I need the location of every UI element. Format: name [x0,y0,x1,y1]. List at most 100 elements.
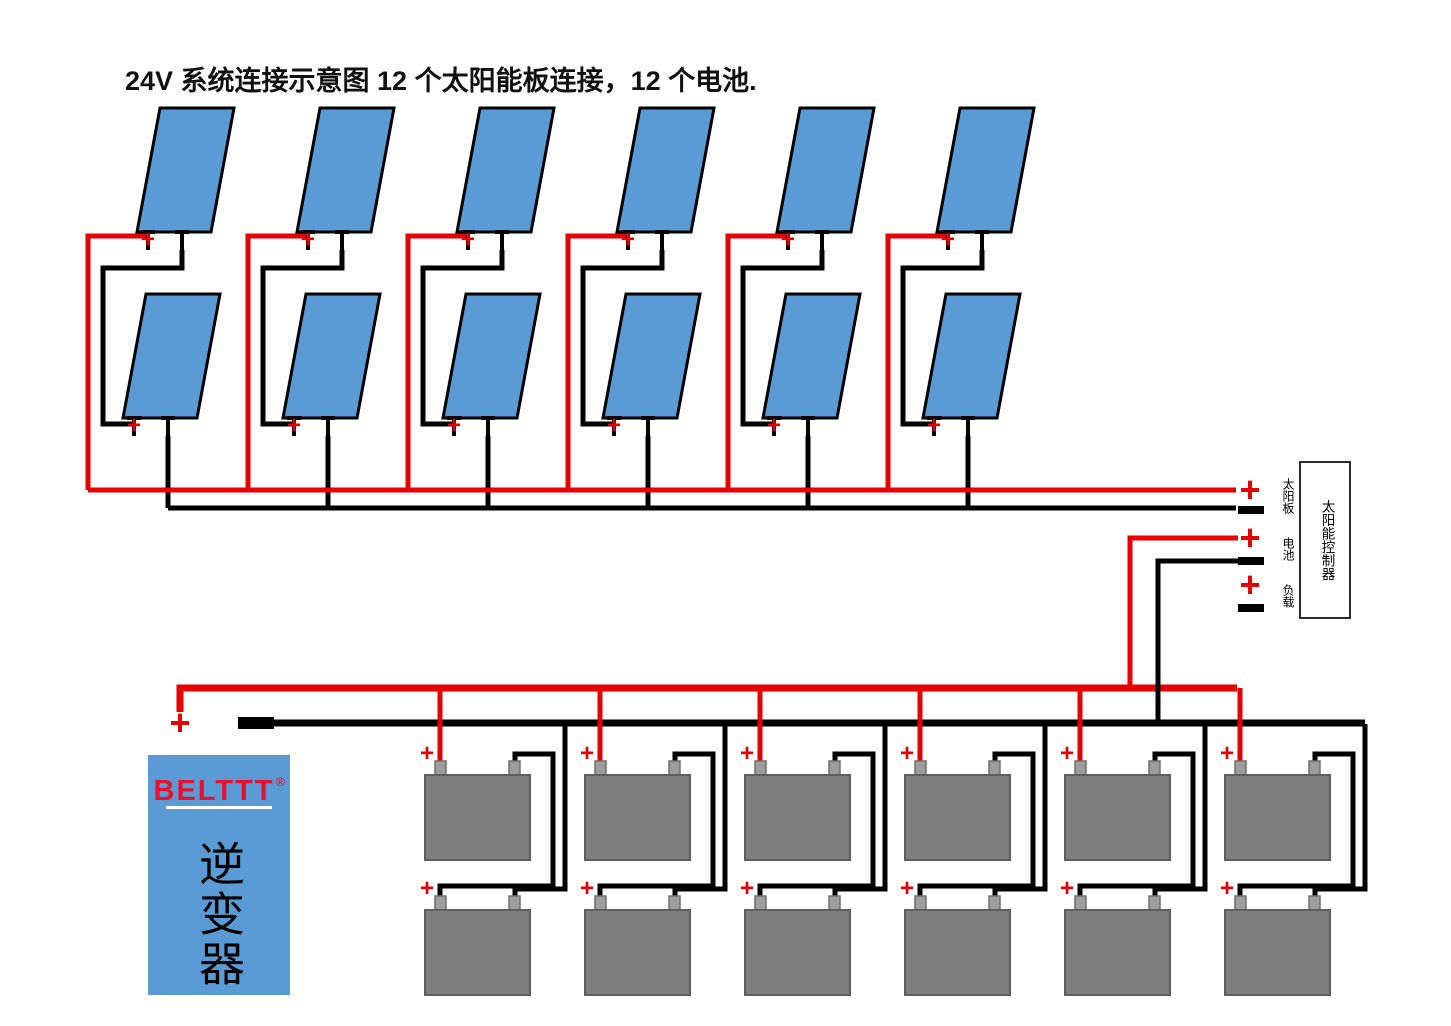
pv-positive-wire [405,233,468,490]
panel-terminal [639,416,657,438]
solar-panel-pair: ++ [85,106,236,508]
battery-series-wire [757,751,876,896]
solar-panel [281,292,382,420]
battery-pair: ++ [1060,688,1208,996]
battery [584,760,691,861]
plus-mark: + [1220,740,1234,767]
battery-return-wire [832,724,888,898]
pv-series-wire [580,250,665,427]
solar-panel [615,106,716,234]
battery [1224,760,1331,861]
panel-terminal [333,230,351,252]
panel-terminal [813,230,831,252]
pv-positive-wire [565,233,628,490]
plus-mark: + [740,740,754,767]
solar-panel-pair: ++ [725,106,876,508]
battery-series-wire [1237,751,1356,896]
solar-panel [761,292,862,420]
solar-array: ++++++++++++ [85,106,1036,508]
plus-mark: + [1060,740,1074,767]
plus-mark: + [767,412,781,439]
plus-mark: + [580,740,594,767]
solar-panel [455,106,556,234]
load-terminal-plus-mark: + [1239,564,1260,605]
battery-series-wire [437,751,556,896]
solar-panel-pair: ++ [565,106,716,508]
battery [424,895,531,996]
pv-series-wire [420,250,505,427]
inverter: BELTTT ® 逆变器 [148,755,290,995]
battery-return-wire [992,724,1048,898]
battery [1064,760,1171,861]
plus-mark: + [621,226,635,253]
battery-pair: ++ [740,688,888,996]
panel-terminal [479,416,497,438]
registered-trademark-icon: ® [276,775,285,789]
plus-mark: + [927,412,941,439]
panel-terminal [493,230,511,252]
solar-panel [601,292,702,420]
battery [744,895,851,996]
controller-box-label: 太阳能控制器 [1320,499,1336,581]
battery-return-wire [512,724,568,898]
battery-pair: ++ [580,688,728,996]
battery-pair: ++ [900,688,1048,996]
plus-mark: + [141,226,155,253]
pv-series-wire [900,250,985,427]
battery-pair: ++ [1220,688,1368,996]
solar-panel [921,292,1022,420]
panel-terminal [799,416,817,438]
pv-positive-wire [245,233,308,490]
battery-series-wire [597,751,716,896]
battery-terminal-plus-mark: + [1239,517,1260,558]
solar-panel [295,106,396,234]
battery-return-wire [1152,724,1208,898]
solar-panel [135,106,236,234]
panel-terminal [159,416,177,438]
solar-panel-pair: ++ [405,106,556,508]
battery [744,760,851,861]
battery [1064,895,1171,996]
solar-panel [441,292,542,420]
brand-underline [166,806,272,809]
controller-battery-negative-wire [1155,558,1238,723]
battery-return-wire [1312,724,1368,898]
plus-mark: + [607,412,621,439]
inverter-plus-mark: + [169,702,190,743]
battery-positive-bus [176,684,1237,712]
solar-panel [935,106,1036,234]
battery-series-wire [917,751,1036,896]
inverter-label: 逆变器 [193,840,245,990]
plus-mark: + [287,412,301,439]
pv-series-wire [740,250,825,427]
plus-mark: + [1220,875,1234,902]
charge-controller: + 太阳板 + 电池 + 负载 太阳能控制器 [1127,461,1351,723]
inverter-box [148,755,290,995]
plus-mark: + [461,226,475,253]
inverter-brand: BELTTT [154,775,275,807]
plus-mark: + [781,226,795,253]
battery-bus-positive: + [169,684,1237,743]
battery-terminal-label: 电池 [1281,537,1295,561]
plus-mark: + [1060,875,1074,902]
pv-terminal-plus-mark: + [1239,469,1260,510]
panel-terminal [973,230,991,252]
battery [1224,895,1331,996]
battery [584,895,691,996]
plus-mark: + [420,740,434,767]
load-terminal-label: 负载 [1281,584,1295,609]
pv-terminal-label: 太阳板 [1281,477,1295,515]
diagram-title: 24V 系统连接示意图 12 个太阳能板连接，12 个电池. [125,65,757,96]
plus-mark: + [447,412,461,439]
battery-series-wire [1077,751,1196,896]
pv-positive-wire [725,233,788,490]
pv-series-wire [260,250,345,427]
plus-mark: + [740,875,754,902]
plus-mark: + [420,875,434,902]
plus-mark: + [900,740,914,767]
battery [424,760,531,861]
battery-return-wire [672,724,728,898]
solar-panel-pair: ++ [885,106,1036,508]
battery-pair: ++ [420,688,568,996]
